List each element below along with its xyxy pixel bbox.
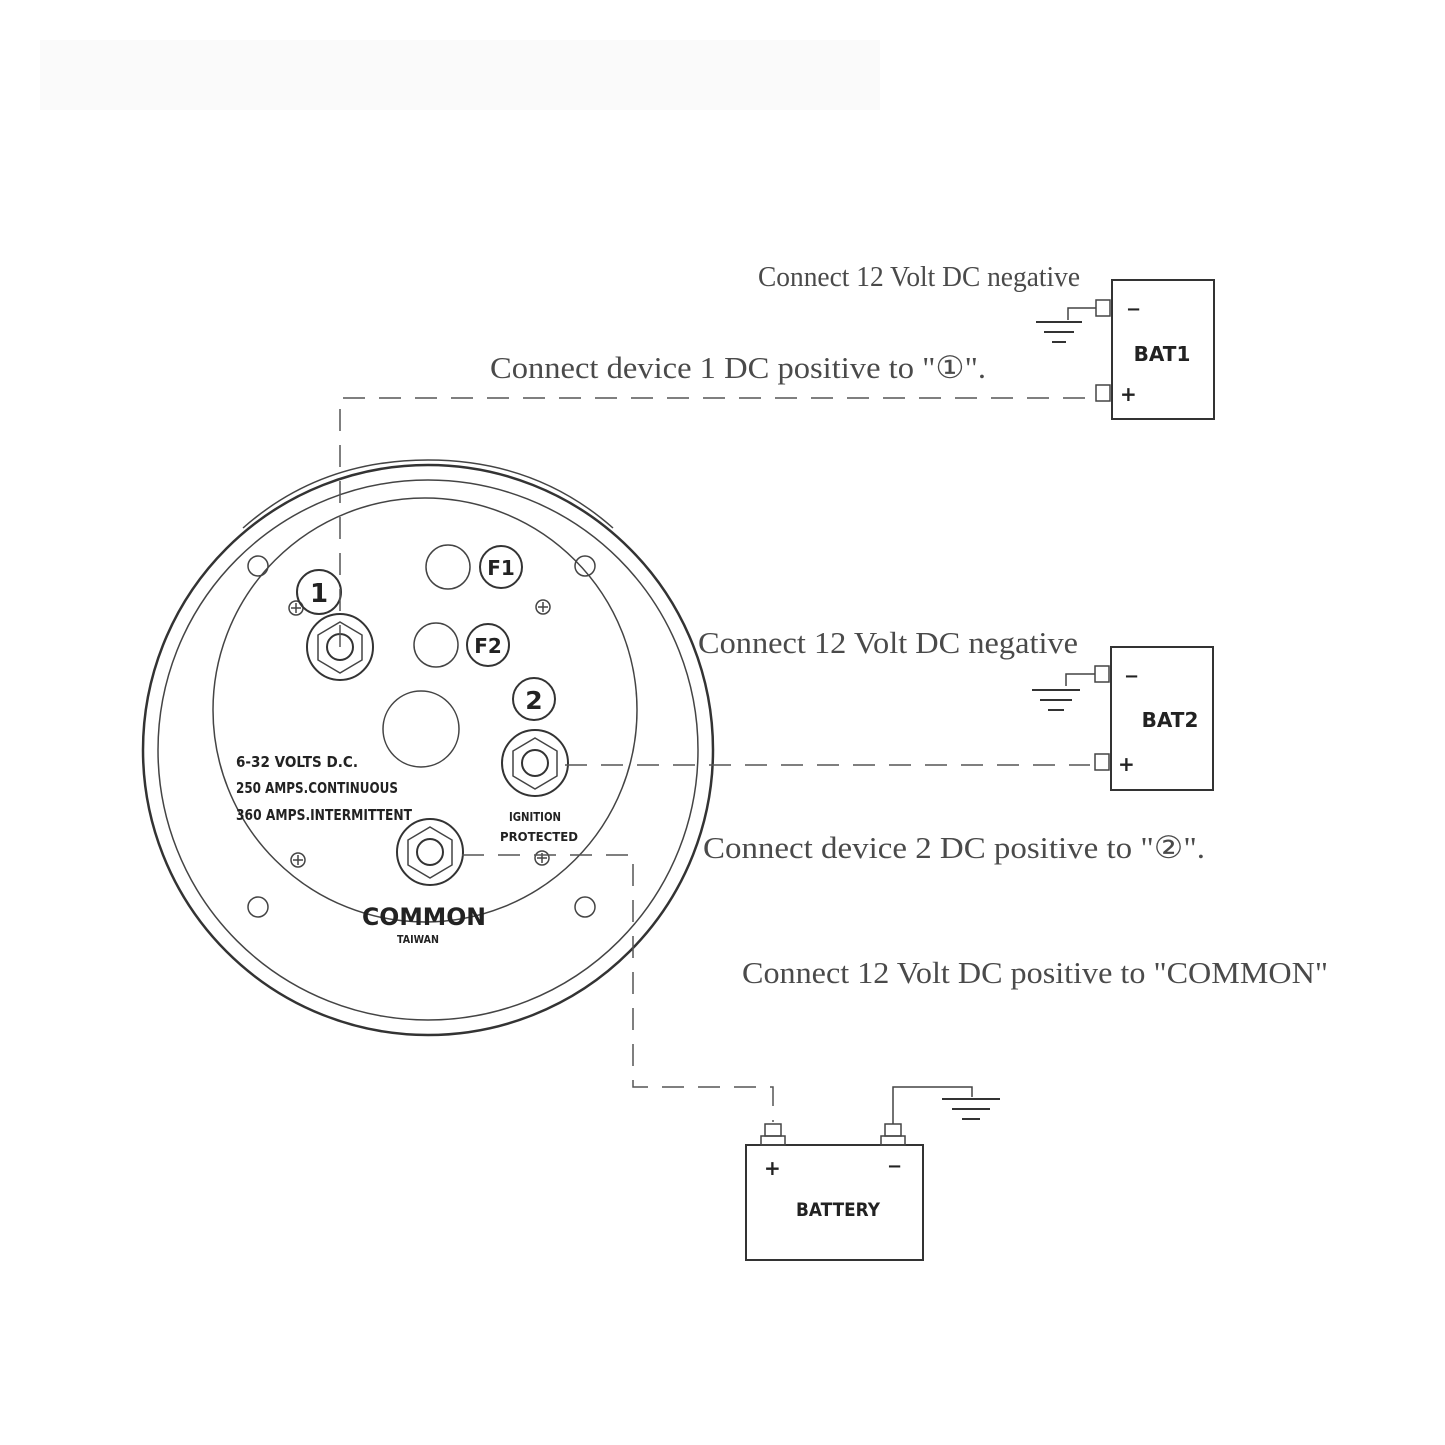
bat2-case bbox=[1110, 646, 1214, 791]
bat2-ground-lead bbox=[1065, 673, 1095, 686]
bat2-positive-sign: + bbox=[1118, 752, 1135, 776]
bat2-positive-post bbox=[1094, 753, 1110, 771]
screw-icon bbox=[534, 850, 550, 866]
indicator-opening-f2 bbox=[413, 622, 459, 668]
wire-terminal-1-to-bat1 bbox=[339, 397, 1090, 647]
terminal-1-number: 1 bbox=[310, 579, 328, 609]
field-f2-label: F2 bbox=[474, 634, 502, 658]
ignition-label: IGNITION bbox=[509, 810, 561, 824]
wire-common-to-battery bbox=[462, 854, 774, 1122]
wires bbox=[339, 397, 1090, 1122]
scan-smudge bbox=[40, 40, 880, 110]
rating-continuous: 250 AMPS.CONTINUOUS bbox=[236, 779, 398, 797]
protected-label: PROTECTED bbox=[500, 830, 578, 844]
mounting-hole-top-right bbox=[574, 555, 596, 577]
bat1-ground-lead bbox=[1067, 307, 1096, 320]
bat1-positive-sign: + bbox=[1120, 382, 1137, 406]
bat1-battery: − + BAT1 Connect 12 Volt DC negative Con… bbox=[490, 262, 1215, 420]
switch-inner-rim bbox=[157, 479, 699, 1021]
mounting-hole-top-left bbox=[247, 555, 269, 577]
bat2-battery: − + BAT2 Connect 12 Volt DC negative Con… bbox=[698, 625, 1214, 865]
mounting-hole-bottom-left bbox=[247, 896, 269, 918]
bat1-label: BAT1 bbox=[1134, 342, 1191, 366]
main-battery-ground-lead bbox=[892, 1086, 973, 1124]
bat1-positive-post bbox=[1095, 384, 1111, 402]
main-battery-case bbox=[745, 1144, 924, 1261]
terminal-2-badge: 2 bbox=[512, 677, 556, 721]
ground-icon bbox=[1032, 689, 1080, 711]
main-battery-negative-post-top bbox=[884, 1123, 902, 1137]
origin-label: TAIWAN bbox=[397, 933, 439, 946]
screw-icon bbox=[535, 599, 551, 615]
bat2-negative-sign: − bbox=[1124, 666, 1139, 687]
field-f1-badge: F1 bbox=[479, 545, 523, 589]
caption-bat1-negative: Connect 12 Volt DC negative bbox=[758, 262, 1080, 293]
main-battery: + − BATTERY Connect 12 Volt DC positive … bbox=[742, 955, 1328, 1261]
switch-face-plate bbox=[212, 497, 638, 923]
battery-switch: F1 F2 1 2 6 bbox=[141, 459, 715, 1037]
indicator-opening-f1 bbox=[425, 544, 471, 590]
bat1-negative-sign: − bbox=[1126, 299, 1141, 320]
ground-icon bbox=[942, 1098, 1000, 1120]
ground-icon bbox=[1036, 321, 1082, 343]
bat2-negative-post bbox=[1094, 665, 1110, 683]
caption-device2-positive: Connect device 2 DC positive to "②". bbox=[703, 830, 1205, 865]
terminal-2-number: 2 bbox=[525, 686, 542, 715]
bat1-negative-post bbox=[1095, 299, 1111, 317]
main-battery-negative-sign: − bbox=[887, 1156, 902, 1177]
common-label: COMMON bbox=[362, 903, 486, 931]
main-battery-positive-post-top bbox=[764, 1123, 782, 1137]
terminal-1-badge: 1 bbox=[296, 569, 342, 615]
bat1-case bbox=[1111, 279, 1215, 420]
main-battery-negative-post-base bbox=[880, 1135, 906, 1146]
field-f1-label: F1 bbox=[487, 556, 515, 580]
common-terminal-stud bbox=[396, 818, 464, 886]
caption-bat2-negative: Connect 12 Volt DC negative bbox=[698, 625, 1078, 660]
main-battery-label: BATTERY bbox=[796, 1199, 880, 1221]
field-f2-badge: F2 bbox=[466, 623, 510, 667]
caption-common-positive: Connect 12 Volt DC positive to "COMMON" bbox=[742, 955, 1328, 990]
terminal-2-stud bbox=[501, 729, 569, 797]
caption-device1-positive: Connect device 1 DC positive to "①". bbox=[490, 350, 986, 385]
mounting-hole-bottom-right bbox=[574, 896, 596, 918]
rating-voltage: 6-32 VOLTS D.C. bbox=[236, 753, 358, 771]
main-battery-positive-sign: + bbox=[764, 1156, 781, 1180]
screw-icon bbox=[290, 852, 306, 868]
bat2-label: BAT2 bbox=[1142, 708, 1199, 732]
selector-shaft-opening bbox=[382, 690, 460, 768]
switch-outer-rim bbox=[141, 463, 715, 1037]
rating-intermittent: 360 AMPS.INTERMITTENT bbox=[236, 806, 413, 824]
terminal-1-stud bbox=[306, 613, 374, 681]
main-battery-positive-post-base bbox=[760, 1135, 786, 1146]
switch-top-tab bbox=[242, 459, 614, 529]
